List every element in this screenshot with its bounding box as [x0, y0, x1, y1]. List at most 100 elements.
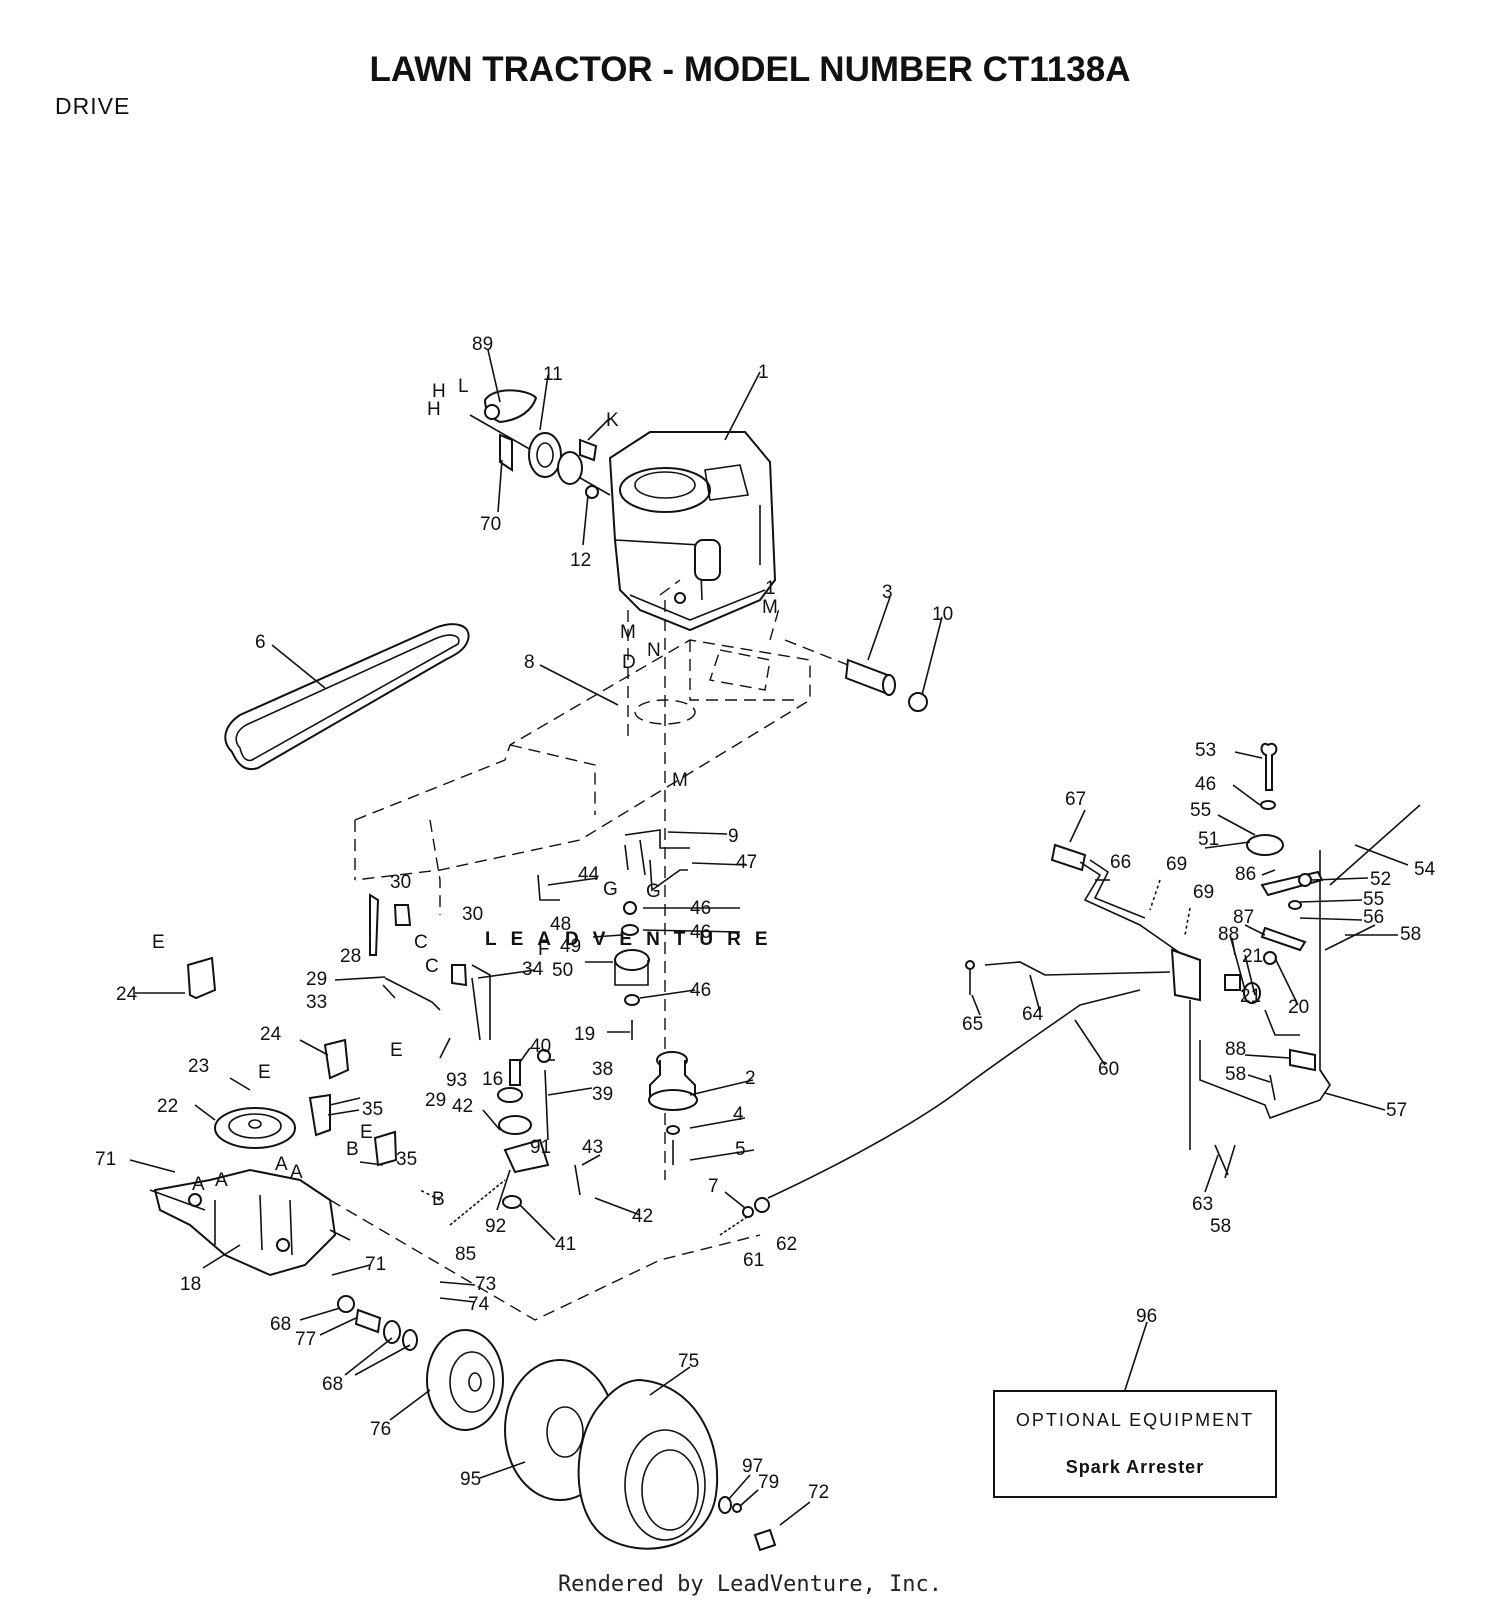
callout: 77 [295, 1329, 316, 1350]
callout: 22 [157, 1096, 178, 1117]
callout: 20 [1288, 997, 1309, 1018]
callout: 57 [1386, 1100, 1407, 1121]
callout: 23 [188, 1056, 209, 1077]
callout: 68 [322, 1374, 343, 1395]
clutch-linkage [369, 829, 690, 1041]
callout: 67 [1065, 789, 1086, 810]
callout: 51 [1198, 829, 1219, 850]
engine-drive-pulley [648, 1051, 698, 1165]
callout: A [215, 1170, 228, 1191]
transaxle [149, 1168, 351, 1277]
callout-labels: 89 11 1 K H L H 70 12 3 10 6 8 D M N 1 M… [95, 334, 1436, 1503]
callout: 50 [552, 960, 573, 981]
page-title: LAWN TRACTOR - MODEL NUMBER CT1138A [369, 50, 1131, 89]
drive-belt [224, 623, 470, 771]
callout: M [620, 622, 636, 643]
callout: 35 [396, 1149, 417, 1170]
callout: E [152, 932, 165, 953]
callout: G [603, 879, 618, 900]
callout: 95 [460, 1469, 481, 1490]
callout: 62 [776, 1234, 797, 1255]
leader-lines [129, 349, 1409, 1526]
callout: 69 [1166, 854, 1187, 875]
callout: 11 [543, 364, 563, 385]
callout: 47 [736, 852, 757, 873]
callout: 30 [462, 904, 483, 925]
watermark: LEADVENTURE [485, 929, 782, 950]
callout: 79 [758, 1472, 779, 1493]
parking-brake-rod [965, 960, 1171, 995]
callout: 35 [362, 1099, 383, 1120]
callout: 39 [592, 1084, 613, 1105]
callout: C [425, 956, 439, 977]
callout: 41 [555, 1234, 576, 1255]
callout: 88 [1218, 924, 1239, 945]
callout: F [538, 939, 550, 960]
spacer-and-bolt [784, 639, 928, 712]
callout: A [192, 1174, 205, 1195]
callout: 5 [735, 1139, 746, 1160]
optional-equipment-box: OPTIONAL EQUIPMENT Spark Arrester [993, 1390, 1277, 1498]
callout: 28 [340, 946, 361, 967]
callout: 55 [1190, 800, 1211, 821]
callout: E [390, 1040, 403, 1061]
callout: 91 [530, 1137, 551, 1158]
callout: B [432, 1189, 445, 1210]
callout: 75 [678, 1351, 699, 1372]
callout: 55 [1363, 889, 1384, 910]
callout: 12 [570, 550, 591, 571]
spark-arrester-label: Spark Arrester [1065, 1457, 1205, 1477]
callout: 68 [270, 1314, 291, 1335]
callout: M [672, 770, 688, 791]
callout: 96 [1136, 1306, 1157, 1327]
callout: 24 [260, 1024, 282, 1045]
callout: 54 [1414, 859, 1436, 880]
callout: 8 [524, 652, 535, 673]
transaxle-pulley [214, 1107, 296, 1149]
engine-pulley [469, 389, 611, 499]
callout: 69 [1193, 882, 1214, 903]
optional-equipment-label: OPTIONAL EQUIPMENT [1015, 1410, 1255, 1430]
callout: 53 [1195, 740, 1216, 761]
callout: 46 [1195, 774, 1216, 795]
callout: H [432, 381, 446, 402]
callout: E [258, 1062, 271, 1083]
callout: 42 [632, 1206, 653, 1227]
callout: 65 [962, 1014, 983, 1035]
callout: 61 [743, 1250, 764, 1271]
callout: 2 [745, 1068, 756, 1089]
section-label: DRIVE [55, 93, 131, 119]
callout: 63 [1192, 1194, 1213, 1215]
callout: 74 [468, 1294, 490, 1315]
callout: 86 [1235, 864, 1256, 885]
callout: 76 [370, 1419, 391, 1440]
callout: D [622, 652, 636, 673]
callout: 7 [708, 1176, 719, 1197]
callout: 46 [690, 922, 711, 943]
callout: 1 [758, 362, 769, 383]
callout: 60 [1098, 1059, 1119, 1080]
callout: A [275, 1154, 288, 1175]
callout: 24 [116, 984, 138, 1005]
callout: 42 [452, 1096, 473, 1117]
callout: 10 [932, 604, 953, 625]
callout: 9 [728, 826, 739, 847]
callout: B [346, 1139, 359, 1160]
clutch-brake-pedal [1050, 843, 1201, 1150]
callout: 71 [95, 1149, 116, 1170]
callout: 18 [180, 1274, 201, 1295]
callout: 21 [1242, 946, 1263, 967]
callout: 92 [485, 1216, 506, 1237]
callout: 97 [742, 1456, 763, 1477]
callout: 56 [1363, 907, 1384, 928]
callout: 46 [690, 898, 711, 919]
footer-credit: Rendered by LeadVenture, Inc. [557, 1572, 943, 1597]
callout: 16 [482, 1069, 503, 1090]
callout: 58 [1225, 1064, 1246, 1085]
callout: E [360, 1122, 373, 1143]
callout: 52 [1370, 869, 1391, 890]
callout: 46 [690, 980, 711, 1001]
callout: A [290, 1162, 303, 1183]
callout: 71 [365, 1254, 386, 1275]
